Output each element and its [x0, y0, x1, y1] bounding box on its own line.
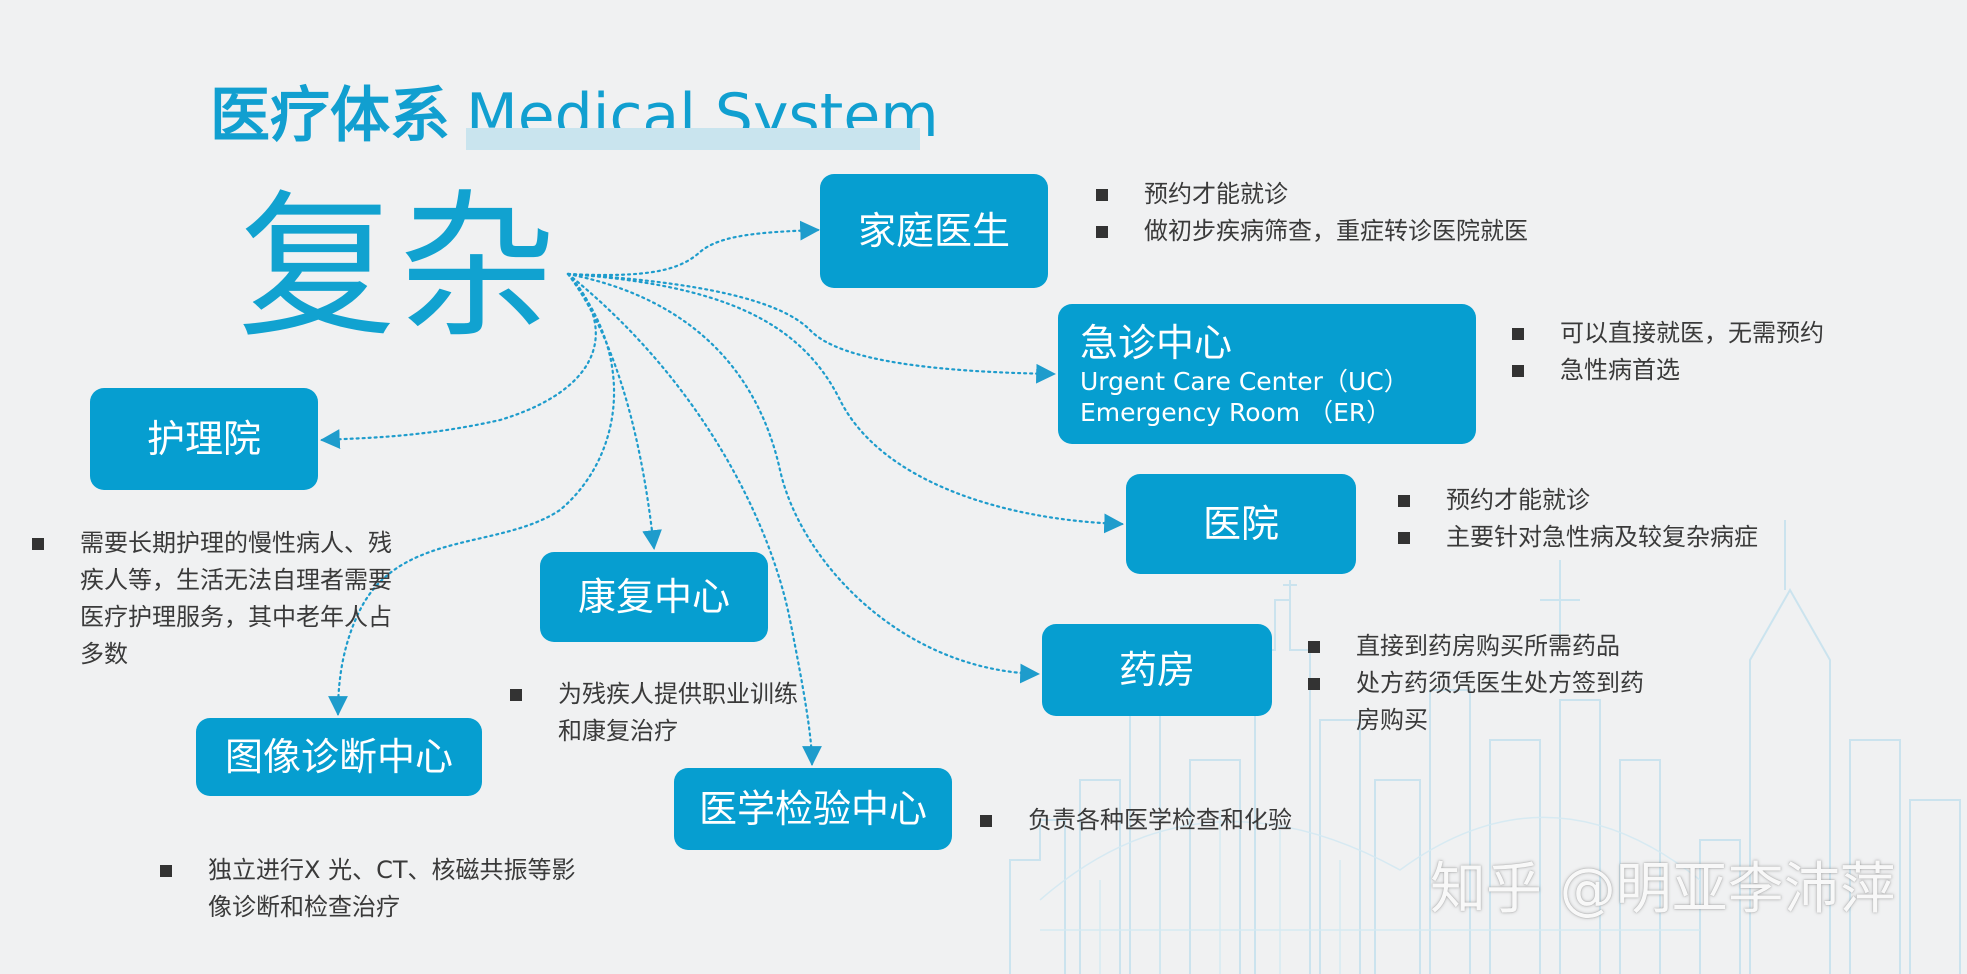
node-nursing-home-label: 护理院	[146, 417, 261, 461]
node-urgent-care-line2: Urgent Care Center（UC）	[1080, 367, 1409, 396]
node-imaging: 图像诊断中心	[196, 718, 482, 796]
title-chinese: 医疗体系	[210, 81, 450, 151]
notes-family-doctor: 预约才能就诊 做初步疾病筛查，重症转诊医院就医	[1096, 176, 1528, 250]
node-rehab-label: 康复中心	[577, 575, 730, 619]
arrow-to-urgent-care	[566, 272, 1056, 384]
node-urgent-care-line3: Emergency Room （ER）	[1080, 398, 1392, 427]
notes-lab: 负责各种医学检查和化验	[980, 802, 1292, 839]
note-item: 急性病首选	[1512, 352, 1824, 389]
center-word: 复杂	[238, 176, 558, 360]
note-item: 独立进行X 光、CT、核磁共振等影像诊断和检查治疗	[160, 852, 580, 926]
note-item: 负责各种医学检查和化验	[980, 802, 1292, 839]
node-urgent-care: 急诊中心 Urgent Care Center（UC） Emergency Ro…	[1058, 304, 1476, 444]
notes-pharmacy: 直接到药房购买所需药品 处方药须凭医生处方签到药房购买	[1308, 628, 1648, 739]
arrow-to-hospital	[566, 272, 1124, 534]
notes-rehab: 为残疾人提供职业训练和康复治疗	[510, 676, 820, 750]
arrow-to-lab	[566, 272, 822, 766]
notes-hospital: 预约才能就诊 主要针对急性病及较复杂病症	[1398, 482, 1758, 556]
node-pharmacy-label: 药房	[1118, 648, 1195, 692]
note-item: 预约才能就诊	[1096, 176, 1528, 213]
node-lab-label: 医学检验中心	[698, 787, 927, 831]
note-item: 处方药须凭医生处方签到药房购买	[1308, 665, 1648, 739]
node-imaging-label: 图像诊断中心	[224, 735, 453, 779]
notes-nursing-home: 需要长期护理的慢性病人、残疾人等，生活无法自理者需要医疗护理服务，其中老年人占多…	[32, 525, 392, 673]
node-hospital: 医院	[1126, 474, 1356, 574]
note-item: 做初步疾病筛查，重症转诊医院就医	[1096, 213, 1528, 250]
note-item: 预约才能就诊	[1398, 482, 1758, 519]
watermark-text: 知乎 @明亚李沛萍	[1430, 857, 1896, 922]
arrow-to-rehab	[566, 272, 662, 550]
node-hospital-label: 医院	[1202, 502, 1279, 546]
node-family-doctor: 家庭医生	[820, 174, 1048, 288]
arrow-to-imaging	[328, 272, 616, 716]
note-item: 为残疾人提供职业训练和康复治疗	[510, 676, 820, 750]
node-lab: 医学检验中心	[674, 768, 952, 850]
node-family-doctor-label: 家庭医生	[857, 209, 1010, 253]
arrow-to-nursing-home	[320, 272, 597, 449]
arrow-to-family-doctor	[566, 220, 820, 277]
note-item: 直接到药房购买所需药品	[1308, 628, 1648, 665]
note-item: 主要针对急性病及较复杂病症	[1398, 519, 1758, 556]
note-item: 可以直接就医，无需预约	[1512, 315, 1824, 352]
notes-urgent-care: 可以直接就医，无需预约 急性病首选	[1512, 315, 1824, 389]
note-item: 需要长期护理的慢性病人、残疾人等，生活无法自理者需要医疗护理服务，其中老年人占多…	[32, 525, 392, 673]
arrow-to-pharmacy	[566, 272, 1040, 684]
node-urgent-care-label: 急诊中心	[1080, 321, 1233, 365]
node-nursing-home: 护理院	[90, 388, 318, 490]
node-rehab: 康复中心	[540, 552, 768, 642]
title-underline	[466, 128, 920, 150]
node-pharmacy: 药房	[1042, 624, 1272, 716]
notes-imaging: 独立进行X 光、CT、核磁共振等影像诊断和检查治疗	[160, 852, 580, 926]
